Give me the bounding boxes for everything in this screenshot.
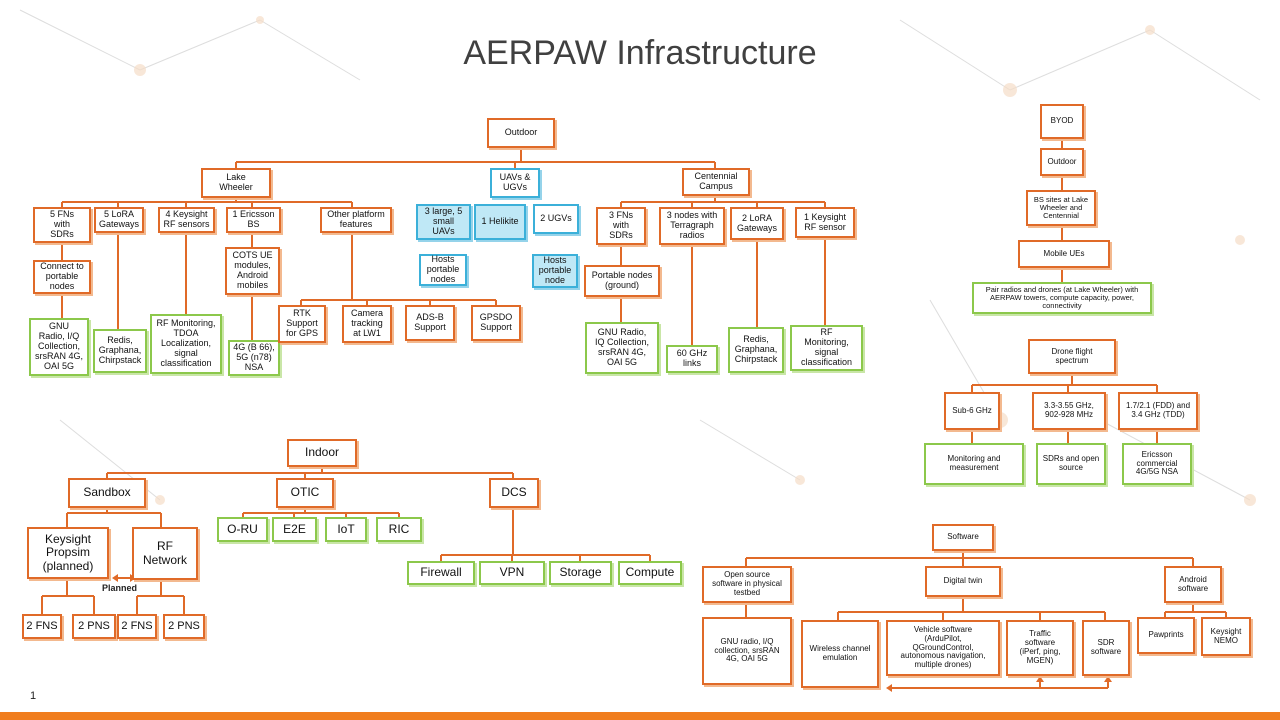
traffic-software-node: Traffic software (iPerf, ping, MGEN) xyxy=(1006,620,1074,676)
keysight-propsim-node: Keysight Propsim (planned) xyxy=(27,527,109,579)
software-root: Software xyxy=(932,524,994,551)
fns-node-1: 2 FNS xyxy=(22,614,62,639)
lw-fns-sdrs-node: 5 FNs with SDRs xyxy=(33,207,91,243)
mobile-ues-node: Mobile UEs xyxy=(1018,240,1110,268)
open-source-software-node: Open source software in physical testbed xyxy=(702,566,792,603)
ghz-links-node: 60 GHz links xyxy=(666,345,718,373)
uavs-node: 3 large, 5 small UAVs xyxy=(416,204,471,240)
cc-rf-monitoring-node: RF Monitoring, signal classification xyxy=(790,325,863,371)
bottom-accent-bar xyxy=(0,712,1280,720)
wireless-channel-node: Wireless channel emulation xyxy=(801,620,879,688)
hosts-portable-nodes-node: Hosts portable nodes xyxy=(419,254,467,286)
android-software-node: Android software xyxy=(1164,566,1222,603)
monitoring-measurement-node: Monitoring and measurement xyxy=(924,443,1024,485)
lw-lora-gateways-node: 5 LoRA Gateways xyxy=(94,207,144,233)
sandbox-node: Sandbox xyxy=(68,478,146,508)
cots-ue-node: COTS UE modules, Android mobiles xyxy=(225,247,280,295)
portable-nodes-ground-node: Portable nodes (ground) xyxy=(584,265,660,297)
outdoor-root: Outdoor xyxy=(487,118,555,148)
sub6-node: Sub-6 GHz xyxy=(944,392,1000,430)
bs-sites-node: BS sites at Lake Wheeler and Centennial xyxy=(1026,190,1096,226)
lw-rf-monitoring-node: RF Monitoring, TDOA Localization, signal… xyxy=(150,314,222,374)
adsb-support-node: ADS-B Support xyxy=(405,305,455,341)
indoor-root: Indoor xyxy=(287,439,357,467)
sdr-software-node: SDR software xyxy=(1082,620,1130,676)
lw-ericsson-bs-node: 1 Ericsson BS xyxy=(226,207,281,233)
fns-node-2: 2 FNS xyxy=(117,614,157,639)
band-17-node: 1.7/2.1 (FDD) and 3.4 GHz (TDD) xyxy=(1118,392,1198,430)
cc-redis-node: Redis, Graphana, Chirpstack xyxy=(728,327,784,373)
lte-nsa-node: 4G (B 66), 5G (n78) NSA xyxy=(228,340,280,376)
ric-node: RIC xyxy=(376,517,422,542)
gnu-radio-software-node: GNU radio, I/Q collection, srsRAN 4G, OA… xyxy=(702,617,792,685)
vehicle-software-node: Vehicle software (ArduPilot, QGroundCont… xyxy=(886,620,1000,676)
vpn-node: VPN xyxy=(479,561,545,585)
page-title: AERPAW Infrastructure xyxy=(463,34,817,72)
other-platform-features-node: Other platform features xyxy=(320,207,392,233)
dcs-node: DCS xyxy=(489,478,539,508)
compute-node: Compute xyxy=(618,561,682,585)
gpsdo-support-node: GPSDO Support xyxy=(471,305,521,341)
pns-node-1: 2 PNS xyxy=(72,614,116,639)
pair-radios-node: Pair radios and drones (at Lake Wheeler)… xyxy=(972,282,1152,314)
lake-wheeler-node: Lake Wheeler xyxy=(201,168,271,198)
byod-root: BYOD xyxy=(1040,104,1084,139)
e2e-node: E2E xyxy=(272,517,317,542)
otic-node: OTIC xyxy=(276,478,334,508)
cc-gnu-radio-node: GNU Radio, IQ Collection, srsRAN 4G, OAI… xyxy=(585,322,659,374)
cc-fns-sdrs-node: 3 FNs with SDRs xyxy=(596,207,646,245)
cc-lora-gateways-node: 2 LoRA Gateways xyxy=(730,207,784,240)
hosts-portable-node-node: Hosts portable node xyxy=(532,254,578,288)
rtk-support-node: RTK Support for GPS xyxy=(278,305,326,343)
connect-portable-nodes-node: Connect to portable nodes xyxy=(33,260,91,294)
helikite-node: 1 Helikite xyxy=(474,204,526,240)
cc-keysight-rf-node: 1 Keysight RF sensor xyxy=(795,207,855,238)
firewall-node: Firewall xyxy=(407,561,475,585)
ugvs-node: 2 UGVs xyxy=(533,204,579,234)
pns-node-2: 2 PNS xyxy=(163,614,205,639)
digital-twin-node: Digital twin xyxy=(925,566,1001,597)
byod-outdoor-node: Outdoor xyxy=(1040,148,1084,176)
storage-node: Storage xyxy=(549,561,612,585)
uavs-ugvs-node: UAVs & UGVs xyxy=(490,168,540,198)
drone-spectrum-root: Drone flight spectrum xyxy=(1028,339,1116,374)
planned-label: Planned xyxy=(102,583,138,593)
rf-network-node: RF Network xyxy=(132,527,198,580)
camera-tracking-node: Camera tracking at LW1 xyxy=(342,305,392,343)
centennial-campus-node: Centennial Campus xyxy=(682,168,750,196)
lw-keysight-rf-node: 4 Keysight RF sensors xyxy=(158,207,215,233)
page-number: 1 xyxy=(30,690,37,702)
lw-gnu-radio-node: GNU Radio, I/Q Collection, srsRAN 4G, OA… xyxy=(29,318,89,376)
oru-node: O-RU xyxy=(217,517,268,542)
ericsson-commercial-node: Ericsson commercial 4G/5G NSA xyxy=(1122,443,1192,485)
pawprints-node: Pawprints xyxy=(1137,617,1195,654)
lw-redis-node: Redis, Graphana, Chirpstack xyxy=(93,329,147,373)
iot-node: IoT xyxy=(325,517,367,542)
terragraph-node: 3 nodes with Terragraph radios xyxy=(659,207,725,245)
band-33-node: 3.3-3.55 GHz, 902-928 MHz xyxy=(1032,392,1106,430)
sdrs-open-source-node: SDRs and open source xyxy=(1036,443,1106,485)
keysight-nemo-node: Keysight NEMO xyxy=(1201,617,1251,656)
